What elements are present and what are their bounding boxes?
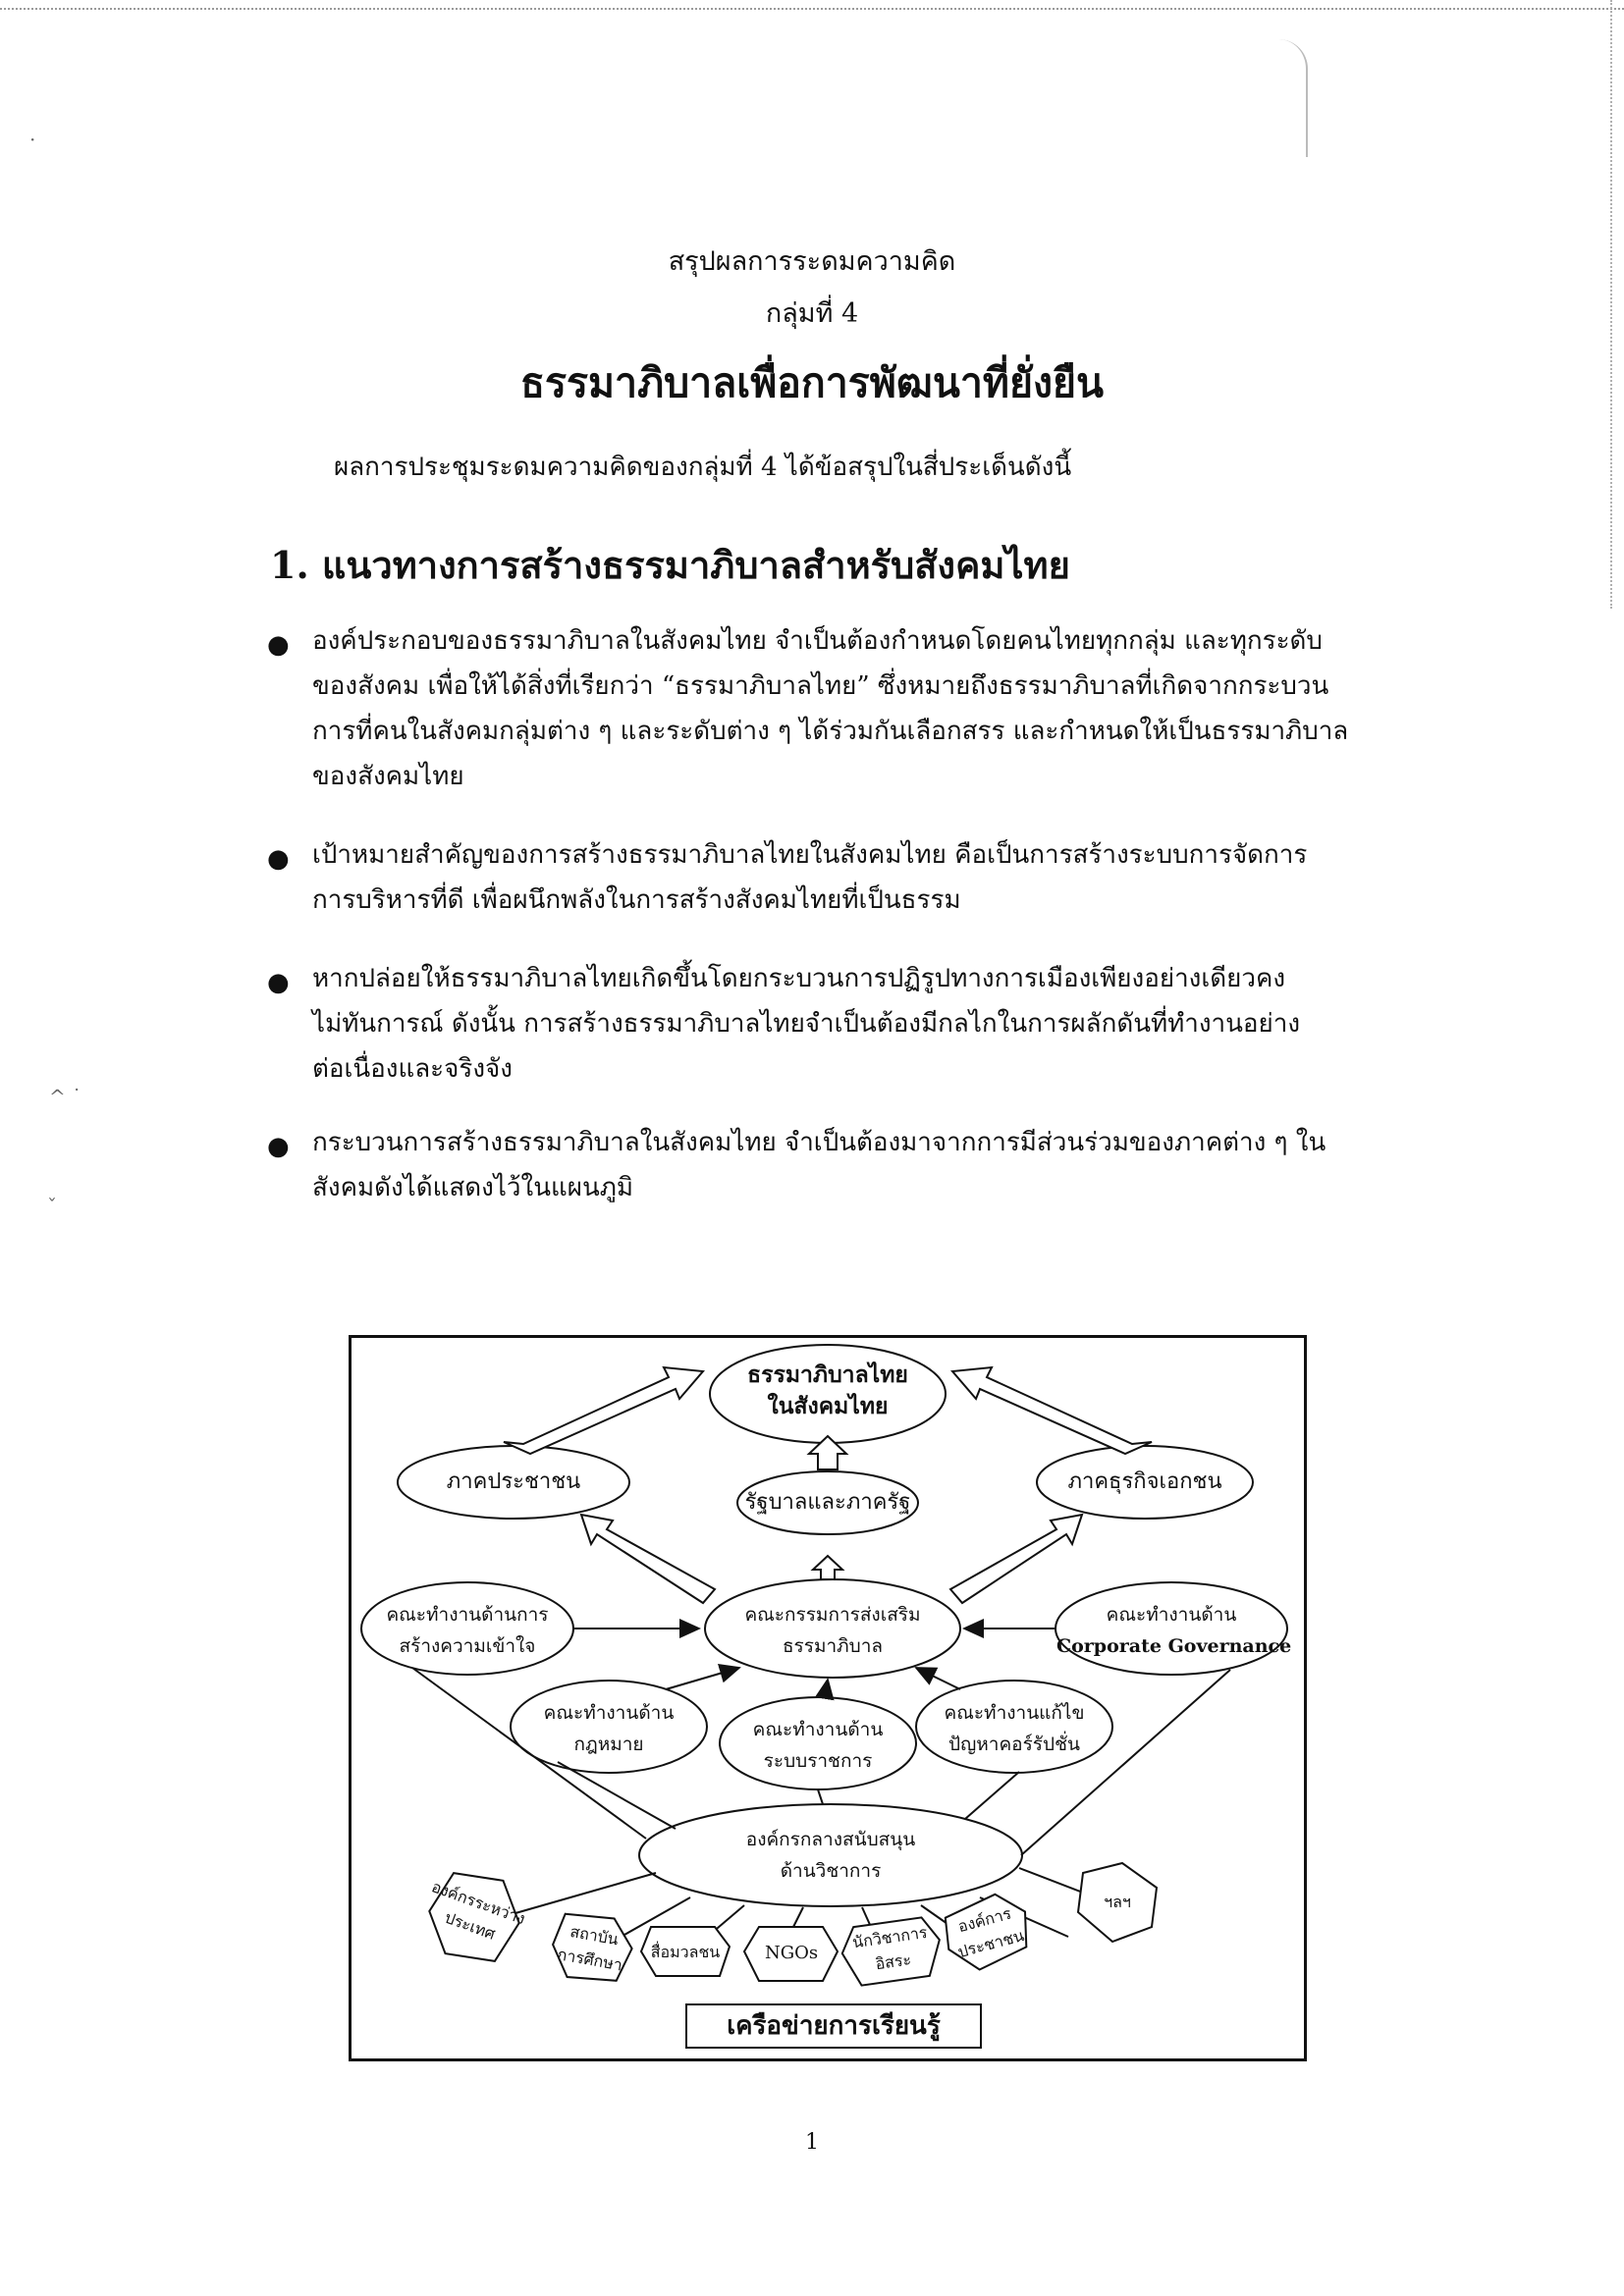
wg-law-line: คณะทำงานด้าน: [543, 1702, 675, 1724]
bullet-line: ของสังคม เพื่อให้ได้สิ่งที่เรียกว่า “ธรร…: [312, 671, 1329, 701]
government-label: รัฐบาลและภาครัฐ: [744, 1490, 911, 1515]
wg-corporate-line: Corporate Governance: [1056, 1635, 1292, 1657]
hollow-arrow-people: [503, 1365, 706, 1456]
bullet-item: ● องค์ประกอบของธรรมาภิบาลในสังคมไทย จำเป…: [267, 618, 1441, 799]
network-line: NGOs: [764, 1943, 819, 1963]
wg-corruption-label: คณะทำงานแก้ไข ปัญหาคอร์รัปชั่น: [926, 1697, 1103, 1760]
central-org-line: องค์กรกลางสนับสนุน: [745, 1829, 916, 1850]
summary-heading: สรุปผลการระดมความคิด: [668, 246, 956, 277]
page-title: ธรรมาภิบาลเพื่อการพัฒนาที่ยั่งยืน: [519, 359, 1105, 406]
octagon-media: [639, 1926, 731, 1977]
top-goal-line: ในสังคมไทย: [767, 1393, 889, 1419]
octagon-academics: [840, 1916, 941, 1987]
bullet-line: ต่อเนื่องและจริงจัง: [312, 1054, 513, 1084]
wg-civil-service-line: คณะทำงานด้าน: [752, 1719, 884, 1740]
network-media: สื่อมวลชน: [644, 1940, 727, 1964]
bullet-dot-icon: ●: [267, 968, 290, 997]
section-heading: 1. แนวทางการสร้างธรรมาภิบาลสำหรับสังคมไท…: [270, 543, 1070, 587]
bullet-line: หากปล่อยให้ธรรมาภิบาลไทยเกิดขึ้นโดยกระบว…: [312, 964, 1286, 993]
bullet-dot-icon: ●: [267, 844, 290, 874]
ellipse-wg-corporate: [1055, 1581, 1288, 1676]
ellipse-wg-corruption: [915, 1680, 1113, 1774]
business-sector-label: ภาคธุรกิจเอกชน: [1067, 1469, 1222, 1494]
group-heading: กลุ่มที่ 4: [765, 298, 859, 329]
octagon-etc: [1076, 1861, 1159, 1944]
top-goal-line: ธรรมาภิบาลไทย: [747, 1362, 908, 1388]
top-goal-label: ธรรมาภิบาลไทย ในสังคมไทย: [730, 1360, 926, 1422]
bullet-line: ของสังคมไทย: [312, 762, 464, 791]
wg-law-line: กฎหมาย: [573, 1734, 644, 1755]
bullet-line: การบริหารที่ดี เพื่อผนึกพลังในการสร้างสั…: [312, 885, 961, 915]
bullet-line: สังคมดังได้แสดงไว้ในแผนภูมิ: [312, 1173, 634, 1202]
intro-paragraph: ผลการประชุมระดมความคิดของกลุ่มที่ 4 ได้ข…: [334, 453, 1072, 482]
bullet-dot-icon: ●: [267, 1132, 290, 1161]
network-line: สื่อมวลชน: [650, 1943, 721, 1961]
committee-label: คณะกรรมการส่งเสริม ธรรมาภิบาล: [715, 1599, 950, 1662]
octagon-ngos: [742, 1926, 839, 1982]
wg-corruption-line: คณะทำงานแก้ไข: [944, 1702, 1085, 1724]
central-org-line: ด้านวิชาการ: [780, 1860, 882, 1882]
committee-line: ธรรมาภิบาล: [782, 1635, 884, 1657]
octagon-education: [552, 1912, 633, 1982]
scan-speck: ˯: [47, 1178, 57, 1201]
hollow-arrow-committee-right: [948, 1513, 1084, 1605]
wg-corporate-label: คณะทำงานด้าน Corporate Governance: [1056, 1599, 1292, 1662]
network-line: ฯลฯ: [1104, 1893, 1131, 1911]
bullet-line: ไม่ทันการณ์ ดังนั้น การสร้างธรรมาภิบาลไท…: [312, 1009, 1301, 1039]
bullet-line: การที่คนในสังคมกลุ่มต่าง ๆ และระดับต่าง …: [312, 717, 1349, 746]
octagon-civic-org: [944, 1893, 1028, 1971]
octagon-intl-org: [428, 1872, 520, 1962]
network-etc: ฯลฯ: [1083, 1890, 1152, 1914]
bullet-item: ● หากปล่อยให้ธรรมาภิบาลไทยเกิดขึ้นโดยกระ…: [267, 956, 1441, 1092]
ellipse-wg-understanding: [360, 1581, 574, 1676]
wg-civil-service-label: คณะทำงานด้าน ระบบราชการ: [730, 1714, 906, 1777]
wg-understanding-line: คณะทำงานด้านการ: [386, 1604, 549, 1626]
bullet-item: ● กระบวนการสร้างธรรมาภิบาลในสังคมไทย จำเ…: [267, 1120, 1441, 1210]
scan-speck: ·: [29, 128, 36, 151]
wg-understanding-label: คณะทำงานด้านการ สร้างความเข้าใจ: [369, 1599, 566, 1662]
page-curl-mark: [1276, 39, 1308, 157]
wg-corruption-line: ปัญหาคอร์รัปชั่น: [948, 1734, 1080, 1755]
wg-law-label: คณะทำงานด้าน กฎหมาย: [520, 1697, 697, 1760]
central-org-label: องค์กรกลางสนับสนุน ด้านวิชาการ: [703, 1824, 958, 1887]
scan-right-edge: [1610, 0, 1618, 609]
bullet-line: เป้าหมายสำคัญของการสร้างธรรมาภิบาลไทยในส…: [312, 840, 1308, 870]
hollow-arrow-committee-left: [579, 1513, 717, 1605]
hollow-arrow-government: [806, 1434, 849, 1470]
diagram-shapes: [360, 1344, 1288, 1987]
ellipse-wg-law: [510, 1680, 708, 1774]
wg-civil-service-line: ระบบราชการ: [763, 1750, 873, 1772]
bullet-line: กระบวนการสร้างธรรมาภิบาลในสังคมไทย จำเป็…: [312, 1128, 1326, 1157]
people-sector-label: ภาคประชาชน: [446, 1469, 581, 1494]
wg-corporate-line: คณะทำงานด้าน: [1106, 1604, 1237, 1626]
scan-speck: ^ ˙: [49, 1085, 82, 1108]
ellipse-government: [736, 1470, 919, 1535]
hollow-arrow-committee-up: [810, 1554, 845, 1580]
committee-line: คณะกรรมการส่งเสริม: [744, 1604, 921, 1626]
bullet-item: ● เป้าหมายสำคัญของการสร้างธรรมาภิบาลไทยใ…: [267, 832, 1441, 923]
bullet-line: องค์ประกอบของธรรมาภิบาลในสังคมไทย จำเป็น…: [312, 626, 1323, 656]
page-number: 1: [805, 2130, 819, 2155]
bullet-dot-icon: ●: [267, 630, 290, 660]
scan-top-edge: [0, 0, 1624, 10]
network-ngos: NGOs: [749, 1941, 834, 1965]
network-label-box: เครือข่ายการเรียนรู้: [685, 2003, 982, 2049]
governance-diagram: ธรรมาภิบาลไทย ในสังคมไทย ภาคประชาชน รัฐบ…: [349, 1335, 1307, 2061]
wg-understanding-line: สร้างความเข้าใจ: [399, 1635, 536, 1657]
hollow-arrow-business: [949, 1365, 1153, 1456]
